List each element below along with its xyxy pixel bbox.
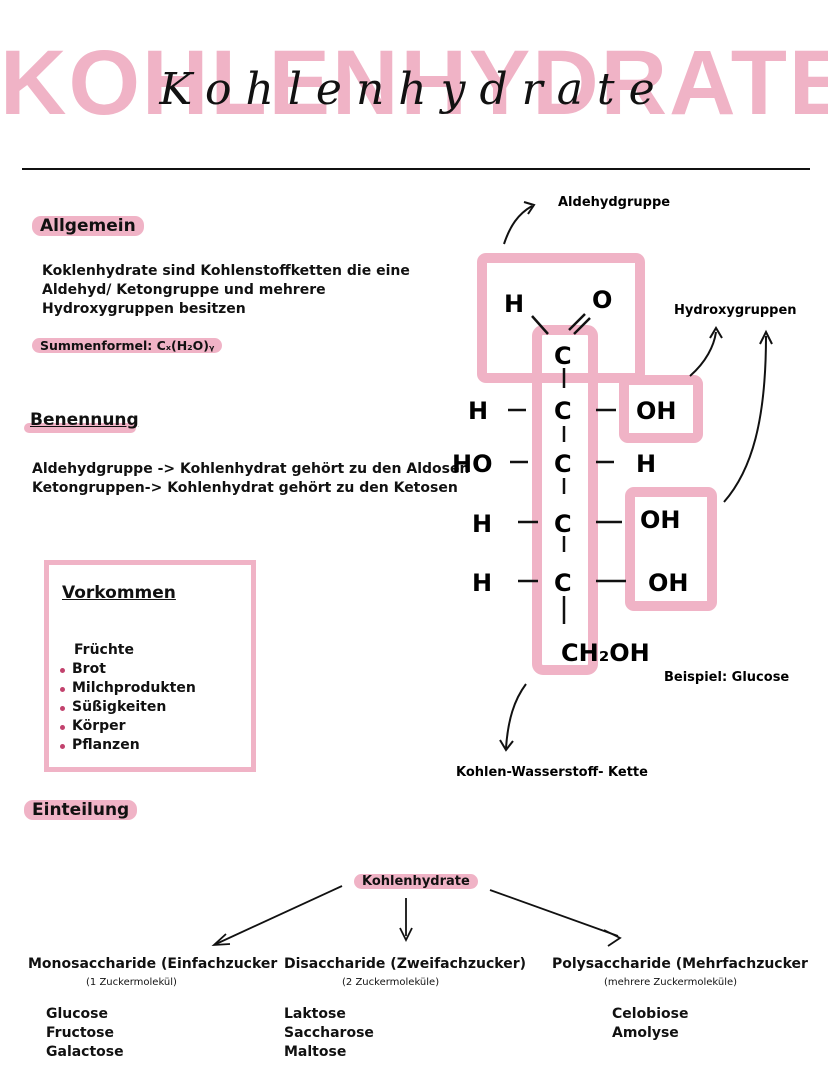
label-kohlen-wasserstoff-kette: Kohlen-Wasserstoff- Kette <box>456 765 648 780</box>
vorkommen-heading: Vorkommen <box>62 583 176 603</box>
summenformel: Summenformel: Cₓ(H₂O)ᵧ <box>32 338 223 353</box>
atom-h-top: H <box>504 290 524 318</box>
vorkommen-box <box>44 560 256 772</box>
benennung-line: Aldehydgruppe -> Kohlenhydrat gehört zu … <box>32 461 470 477</box>
aldehyd-box <box>477 253 645 383</box>
atom-h: H <box>636 450 656 478</box>
column-items-mono: Glucose Fructose Galactose <box>46 1005 124 1062</box>
atom-c: C <box>554 342 572 370</box>
list-item: Süßigkeiten <box>58 698 196 717</box>
allgemein-line: Hydroxygruppen besitzen <box>42 301 246 317</box>
benennung-text: Aldehydgruppe -> Kohlenhydrat gehört zu … <box>32 460 469 498</box>
einteilung-center-label: Kohlenhydrate <box>354 874 478 889</box>
label-beispiel-glucose: Beispiel: Glucose <box>664 670 789 685</box>
list-item: Fructose <box>46 1025 114 1041</box>
column-title-mono: Monosaccharide (Einfachzucker <box>28 956 278 972</box>
atom-h: H <box>472 510 492 538</box>
arrow-mono <box>215 885 343 945</box>
list-item: Laktose <box>284 1006 346 1022</box>
list-item: Brot <box>58 660 196 679</box>
allgemein-line: Koklenhydrate sind Kohlenstoffketten die… <box>42 263 410 279</box>
allgemein-text: Koklenhydrate sind Kohlenstoffketten die… <box>42 262 410 319</box>
atom-c: C <box>554 450 572 478</box>
atom-c: C <box>554 397 572 425</box>
section-heading-benennung: Benennung <box>30 410 139 430</box>
page-title: KOHLENHYDRATE <box>0 32 828 134</box>
column-items-di: Laktose Saccharose Maltose <box>284 1005 374 1062</box>
allgemein-line: Aldehyd/ Ketongruppe und mehrere <box>42 282 326 298</box>
column-sub-di: (2 Zuckermoleküle) <box>342 977 440 988</box>
arrow-poly <box>489 889 619 937</box>
column-title-di: Disaccharide (Zweifachzucker) <box>284 956 527 972</box>
list-item: Amolyse <box>612 1025 679 1041</box>
atom-c: C <box>554 510 572 538</box>
list-item: Galactose <box>46 1044 124 1060</box>
list-item: Saccharose <box>284 1025 374 1041</box>
atom-c: C <box>554 569 572 597</box>
atom-h: H <box>468 397 488 425</box>
label-aldehydgruppe: Aldehydgruppe <box>558 195 670 210</box>
section-heading-allgemein: Allgemein <box>32 216 144 236</box>
diagram-arrows <box>499 201 773 752</box>
arrowhead-poly <box>603 929 622 947</box>
list-item: Glucose <box>46 1006 109 1022</box>
list-item: Früchte <box>74 642 134 658</box>
chain-box <box>532 325 598 675</box>
atom-oh: OH <box>636 397 677 425</box>
column-title-poly: Polysaccharide (Mehrfachzucker <box>552 956 808 972</box>
page-title-script: Kohlenhydrate <box>159 64 669 115</box>
arrowhead-mono <box>211 933 231 947</box>
column-sub-mono: (1 Zuckermolekül) <box>86 977 177 988</box>
title-divider <box>22 168 810 170</box>
list-item: Milchprodukten <box>58 679 196 698</box>
hydroxy-box-2 <box>625 487 717 611</box>
hydroxy-box-1 <box>619 375 703 443</box>
column-items-poly: Celobiose Amolyse <box>612 1005 688 1043</box>
atom-o-top: O <box>592 286 612 314</box>
arrowhead-di <box>399 927 413 943</box>
benennung-line: Ketongruppen-> Kohlenhydrat gehört zu de… <box>32 480 458 496</box>
atom-ch2oh: CH₂OH <box>561 639 650 667</box>
bonds <box>508 313 626 624</box>
atom-oh: OH <box>640 506 681 534</box>
section-heading-einteilung: Einteilung <box>24 800 138 820</box>
atom-h: H <box>472 569 492 597</box>
list-item: Celobiose <box>612 1006 689 1022</box>
benennung-highlight <box>24 423 136 433</box>
atom-oh: OH <box>648 569 689 597</box>
list-item: Körper <box>58 717 196 736</box>
atom-ho: HO <box>452 450 493 478</box>
label-hydroxygruppen: Hydroxygruppen <box>674 303 797 318</box>
list-item: Maltose <box>284 1044 347 1060</box>
vorkommen-list: Früchte Brot Milchprodukten Süßigkeiten … <box>58 641 196 755</box>
column-sub-poly: (mehrere Zuckermoleküle) <box>604 977 738 988</box>
list-item: Pflanzen <box>58 736 196 755</box>
